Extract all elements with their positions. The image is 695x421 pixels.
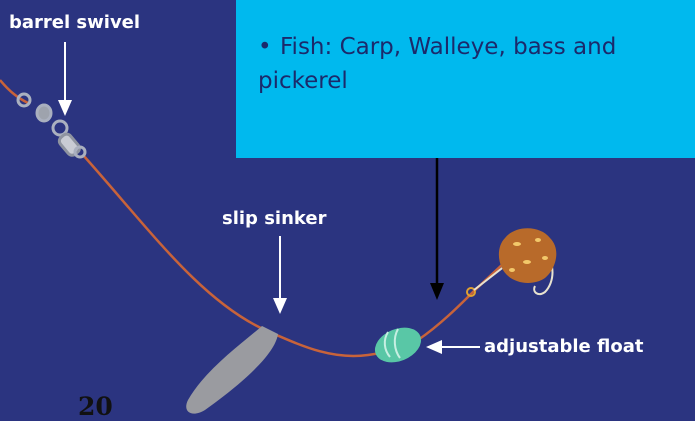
float-icon	[370, 321, 426, 369]
info-bullet-item: •Fish: Carp, Walleye, bass and pickerel	[258, 30, 678, 98]
bullet-icon: •	[258, 30, 280, 64]
adjustable-float-label: adjustable float	[484, 336, 643, 357]
page-number: 20	[78, 392, 113, 421]
swivel-arrow	[58, 42, 72, 116]
bait-icon	[499, 228, 556, 283]
info-text: Fish: Carp, Walleye, bass and pickerel	[258, 34, 616, 94]
slip-sinker-icon	[186, 326, 278, 414]
info-box: •Fish: Carp, Walleye, bass and pickerel	[236, 0, 695, 158]
slip-sinker-label: slip sinker	[222, 208, 326, 229]
sinker-arrow	[273, 236, 287, 314]
float-arrow	[426, 340, 480, 354]
barrel-swivel-icon	[18, 94, 85, 157]
info-arrow	[430, 158, 444, 300]
barrel-swivel-label: barrel swivel	[9, 12, 140, 33]
